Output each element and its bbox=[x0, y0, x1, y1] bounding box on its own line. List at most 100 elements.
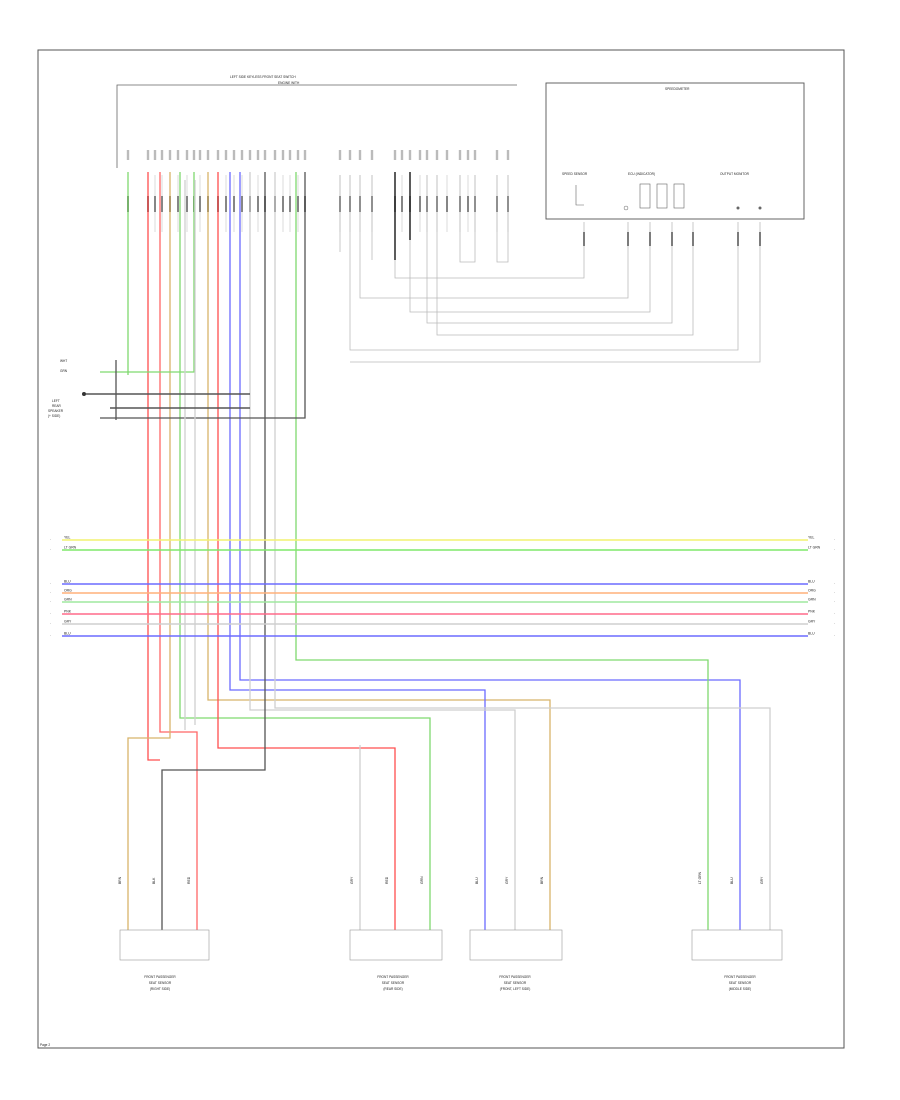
sensor-wire-label: BLU bbox=[730, 877, 734, 884]
bus-label-right: GRY bbox=[808, 620, 816, 624]
bus-label-right: BLU bbox=[808, 580, 815, 584]
bus-label-right: ORG bbox=[808, 589, 816, 593]
bus-label-left: GRN bbox=[64, 598, 72, 602]
sensor-name: FRONT PASSENGER bbox=[724, 975, 756, 979]
bus-pin-right: · bbox=[834, 548, 835, 552]
bus-label-left: PNK bbox=[64, 610, 72, 614]
bus-pin-left: · bbox=[50, 600, 51, 604]
sensor-name: SEAT SENSOR bbox=[504, 981, 527, 985]
sensor-name: FRONT PASSENGER bbox=[499, 975, 531, 979]
sensor-name: SEAT SENSOR bbox=[382, 981, 405, 985]
bus-label-right: LT GRN bbox=[808, 546, 821, 550]
bus-label-left: BLU bbox=[64, 580, 71, 584]
seat-sensor: BLU GRY BRN FRONT PASSENGER SEAT SENSOR (FRON… bbox=[469, 876, 563, 991]
bus-pin-left: · bbox=[50, 634, 51, 638]
sensor-name: FRONT PASSENGER bbox=[377, 975, 409, 979]
bus-pin-right: · bbox=[834, 622, 835, 626]
switch-pin bbox=[232, 150, 236, 232]
switch-pin bbox=[400, 150, 404, 232]
switch-pin bbox=[240, 150, 244, 232]
switch-pin bbox=[296, 150, 300, 232]
sensor-wire-label: GRY bbox=[505, 876, 509, 884]
bus-pin-left: · bbox=[50, 582, 51, 586]
connector-ticks bbox=[583, 232, 761, 246]
left-label-grn: GRN bbox=[60, 369, 68, 373]
left-label-side: (+ SIDE) bbox=[48, 414, 60, 418]
bus-line: PNK PNK · · bbox=[50, 610, 835, 617]
switch-pin bbox=[224, 150, 228, 232]
switch-pin bbox=[281, 150, 285, 232]
sensor-wire-label: BLU bbox=[475, 877, 479, 884]
bus-line: GRY GRY · · bbox=[50, 620, 835, 627]
bus-line: BLU BLU · · bbox=[50, 580, 835, 587]
sensor-name: (FRONT, LEFT SIDE) bbox=[500, 987, 531, 991]
sensor-wire-label: RED bbox=[187, 876, 191, 884]
sensor-wire-label: BRN bbox=[118, 876, 122, 884]
bus-label-left: YEL bbox=[64, 536, 71, 540]
bus-pin-right: · bbox=[834, 634, 835, 638]
sensor-wire-label: GRN bbox=[420, 876, 424, 884]
switch-pin bbox=[256, 150, 260, 232]
diagram-border bbox=[37, 49, 845, 1049]
sensor-name: SEAT SENSOR bbox=[729, 981, 752, 985]
sensor-name: SEAT SENSOR bbox=[149, 981, 172, 985]
bus-pin-right: · bbox=[834, 612, 835, 616]
speedo-title: SPEEDOMETER bbox=[665, 87, 690, 91]
bus-label-left: BLU bbox=[64, 632, 71, 636]
left-label-wht: WHT bbox=[60, 359, 67, 363]
switch-pin bbox=[176, 150, 180, 232]
page-ref: Page 2 bbox=[40, 1043, 50, 1047]
bus-label-right: GRN bbox=[808, 598, 816, 602]
bus-pin-left: · bbox=[50, 622, 51, 626]
left-label-rear: REAR bbox=[52, 404, 62, 408]
bus-label-left: LT GRN bbox=[64, 546, 77, 550]
speedometer-wiring bbox=[339, 175, 761, 363]
switch-pin bbox=[466, 150, 470, 232]
bus-pin-left: · bbox=[50, 612, 51, 616]
switch-pin bbox=[198, 150, 202, 232]
switch-pin bbox=[185, 150, 189, 232]
switch-subtitle: ENGINE WITH bbox=[278, 81, 300, 85]
bus-label-right: YEL bbox=[808, 536, 815, 540]
sensor-name: FRONT PASSENGER bbox=[144, 975, 176, 979]
left-rear-speaker-connector: WHT GRN LEFT REAR SPEAKER (+ SIDE) bbox=[48, 359, 250, 420]
bus-label-left: GRY bbox=[64, 620, 72, 624]
bus-pin-right: · bbox=[834, 582, 835, 586]
speedo-section-output: OUTPUT MONITOR bbox=[720, 172, 750, 176]
switch-pin bbox=[160, 150, 164, 232]
sensor-name: (MIDDLE SIDE) bbox=[729, 987, 752, 991]
bus-pin-left: · bbox=[50, 548, 51, 552]
switch-pin bbox=[153, 150, 157, 232]
sensor-wire-label: BRN bbox=[540, 876, 544, 884]
sensor-wire-label: GRY bbox=[760, 876, 764, 884]
seat-switch-connector: LEFT SIDE KEYLESS FRONT SEAT SWITCH ENGI… bbox=[116, 75, 517, 232]
bus-pin-right: · bbox=[834, 538, 835, 542]
switch-pin-labels bbox=[126, 150, 510, 232]
switch-title: LEFT SIDE KEYLESS FRONT SEAT SWITCH bbox=[230, 75, 296, 79]
sensor-name: (REAR SIDE) bbox=[383, 987, 402, 991]
bus-label-right: PNK bbox=[808, 610, 816, 614]
left-label-speaker: SPEAKER bbox=[48, 409, 64, 413]
harness-wires bbox=[100, 172, 771, 930]
switch-pin bbox=[418, 150, 422, 232]
bus-line: GRN GRN · · bbox=[50, 598, 835, 605]
bus-line: LT GRN LT GRN · · bbox=[50, 546, 835, 553]
speedometer-block: SPEEDOMETER SPEED SENSOR ECU (INDICATOR)… bbox=[545, 82, 805, 220]
bus-pin-right: · bbox=[834, 600, 835, 604]
switch-pin bbox=[445, 150, 449, 232]
speedo-section-ecu: ECU (INDICATOR) bbox=[628, 172, 655, 176]
left-label-left: LEFT bbox=[52, 399, 60, 403]
sensor-wire-label: LT GRN bbox=[698, 871, 702, 884]
black-wires bbox=[394, 172, 411, 260]
sensor-wire-label: GRY bbox=[350, 876, 354, 884]
sensor-name: (RIGHT SIDE) bbox=[150, 987, 170, 991]
bus-label-left: ORG bbox=[64, 589, 72, 593]
